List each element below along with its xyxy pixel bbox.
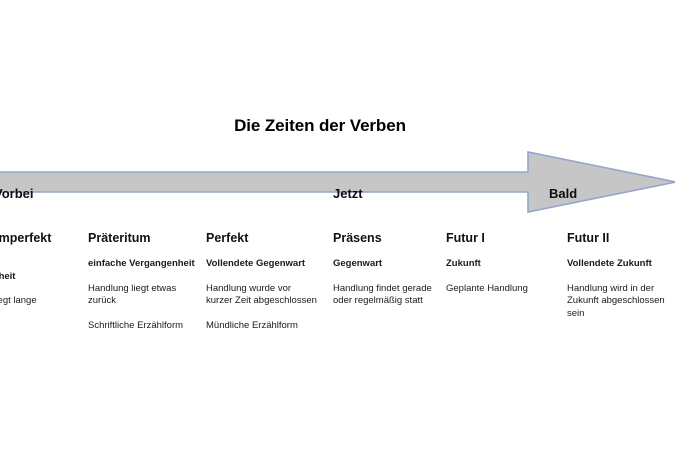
tense-note: Mündliche Erzählform [206,319,298,331]
tense-name: Futur II [567,231,610,245]
tense-column-praesens: Präsens Gegenwart Handlung findet gerade… [333,231,441,320]
tense-name: Präsens [333,231,382,245]
tense-note: Handlung findet gerade oder regelmäßig s… [333,282,432,307]
tense-column-praeteritum: Präteritum einfache Vergangenheit Handlu… [88,231,200,344]
tense-note: Handlung wurde vor kurzer Zeit abgeschlo… [206,282,317,307]
arrow-label-past: Vorbei [0,186,34,201]
tense-column-futur-i: Futur I Zukunft Geplante Handlung [446,231,556,307]
tense-german-name: Vollendete Zukunft [567,258,652,269]
tense-column-futur-ii: Futur II Vollendete Zukunft Handlung wir… [567,231,671,332]
tense-columns: Plusquamperfekt Vollendete Vergangenheit… [0,231,675,361]
timeline-arrow [0,140,675,224]
page-title: Die Zeiten der Verben [234,116,406,135]
tense-note: Geplante Handlung [446,282,528,294]
tense-note: Handlung liegt lange zurück [0,295,37,306]
tense-german-name: Zukunft [446,258,481,269]
right-arrow-icon [0,151,675,213]
tense-german-name: Gegenwart [333,258,383,269]
tense-note: Handlung liegt etwas zurück [88,282,177,307]
tense-column-plusquamperfekt: Plusquamperfekt Vollendete Vergangenheit… [0,231,60,332]
tense-name: Futur I [446,231,485,245]
arrow-label-future: Bald [549,186,578,201]
tense-name: Präteritum [88,231,151,245]
tense-german-name: Vollendete Gegenwart [206,258,306,269]
tense-name: Plusquamperfekt [0,231,52,245]
tense-note: Schriftliche Erzählform [88,319,184,331]
tense-name: Perfekt [206,231,249,245]
tense-german-name: einfache Vergangenheit [88,258,195,269]
tense-column-perfekt: Perfekt Vollendete Gegenwart Handlung wu… [206,231,319,344]
arrow-label-present: Jetzt [333,186,363,201]
tense-german-name: Vollendete Vergangenheit [0,270,16,282]
tense-note: Handlung wird in der Zukunft abgeschloss… [567,282,665,319]
